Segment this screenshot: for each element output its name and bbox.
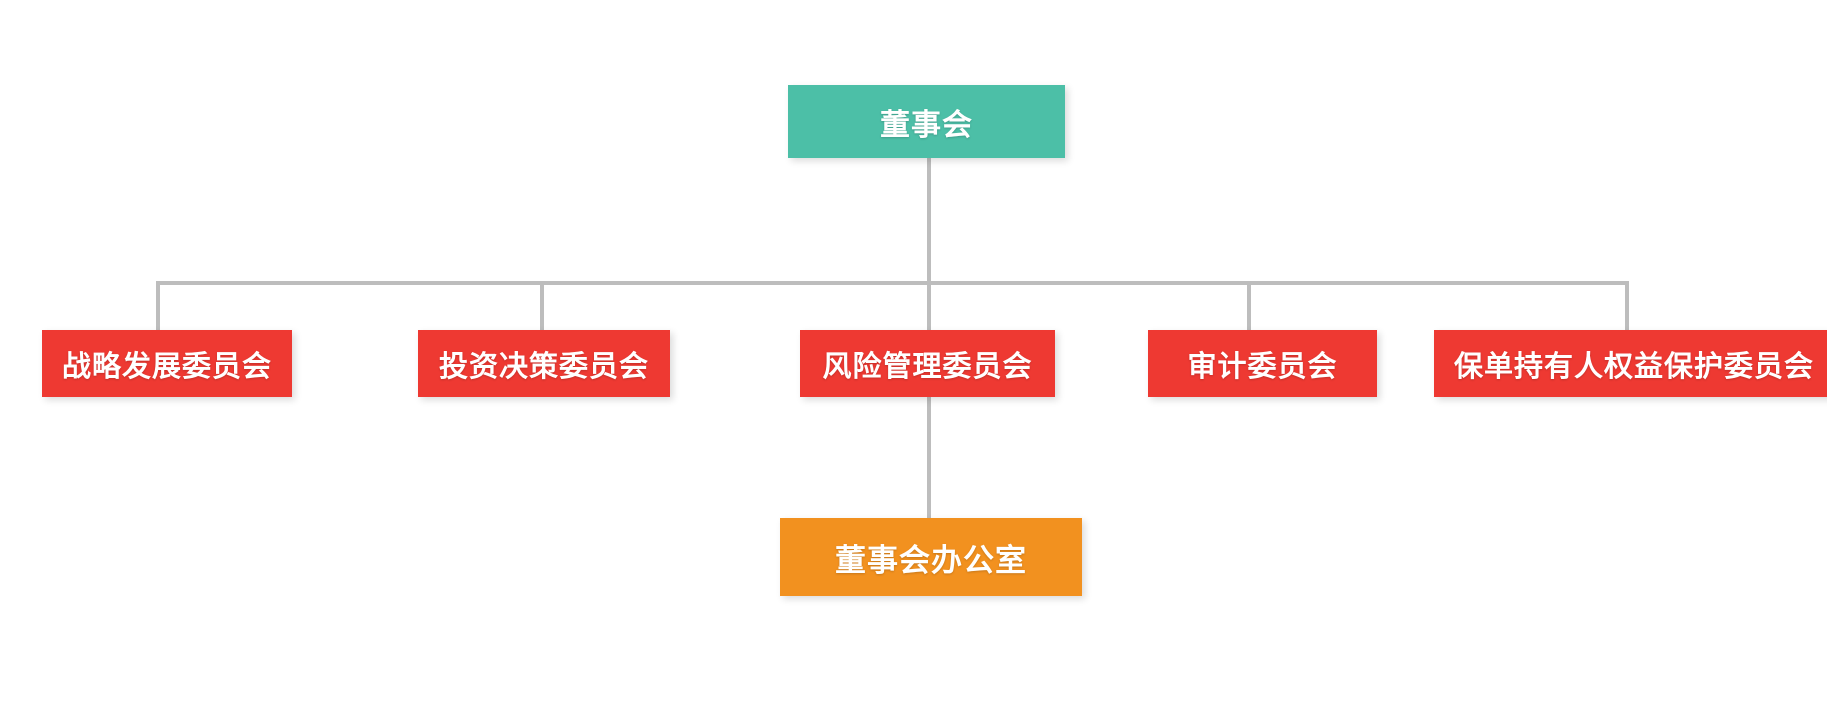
- connector-committee3-to-office: [927, 397, 931, 518]
- connector-horizontal-bus: [156, 281, 1629, 285]
- node-label: 风险管理委员会: [822, 350, 1033, 383]
- node-committee-investment-decision[interactable]: 投资决策委员会: [418, 330, 670, 397]
- node-label: 战略发展委员会: [61, 350, 272, 383]
- node-label: 董事会办公室: [835, 542, 1027, 578]
- node-label: 投资决策委员会: [438, 350, 649, 383]
- connector-drop-committee-2: [540, 281, 544, 330]
- node-committee-audit[interactable]: 审计委员会: [1148, 330, 1377, 397]
- node-committee-risk-management[interactable]: 风险管理委员会: [800, 330, 1055, 397]
- connector-drop-committee-5: [1625, 281, 1629, 330]
- node-label: 保单持有人权益保护委员会: [1453, 350, 1814, 383]
- connector-drop-committee-3: [927, 281, 931, 330]
- connector-drop-committee-4: [1247, 281, 1251, 330]
- node-committee-strategy-development[interactable]: 战略发展委员会: [42, 330, 292, 397]
- connector-drop-committee-1: [156, 281, 160, 330]
- node-label: 董事会: [880, 108, 973, 142]
- node-board-of-directors[interactable]: 董事会: [788, 85, 1065, 158]
- node-board-office[interactable]: 董事会办公室: [780, 518, 1082, 596]
- node-label: 审计委员会: [1187, 350, 1338, 383]
- connector-root-stem: [927, 158, 931, 283]
- node-committee-policyholder-rights-protection[interactable]: 保单持有人权益保护委员会: [1434, 330, 1827, 397]
